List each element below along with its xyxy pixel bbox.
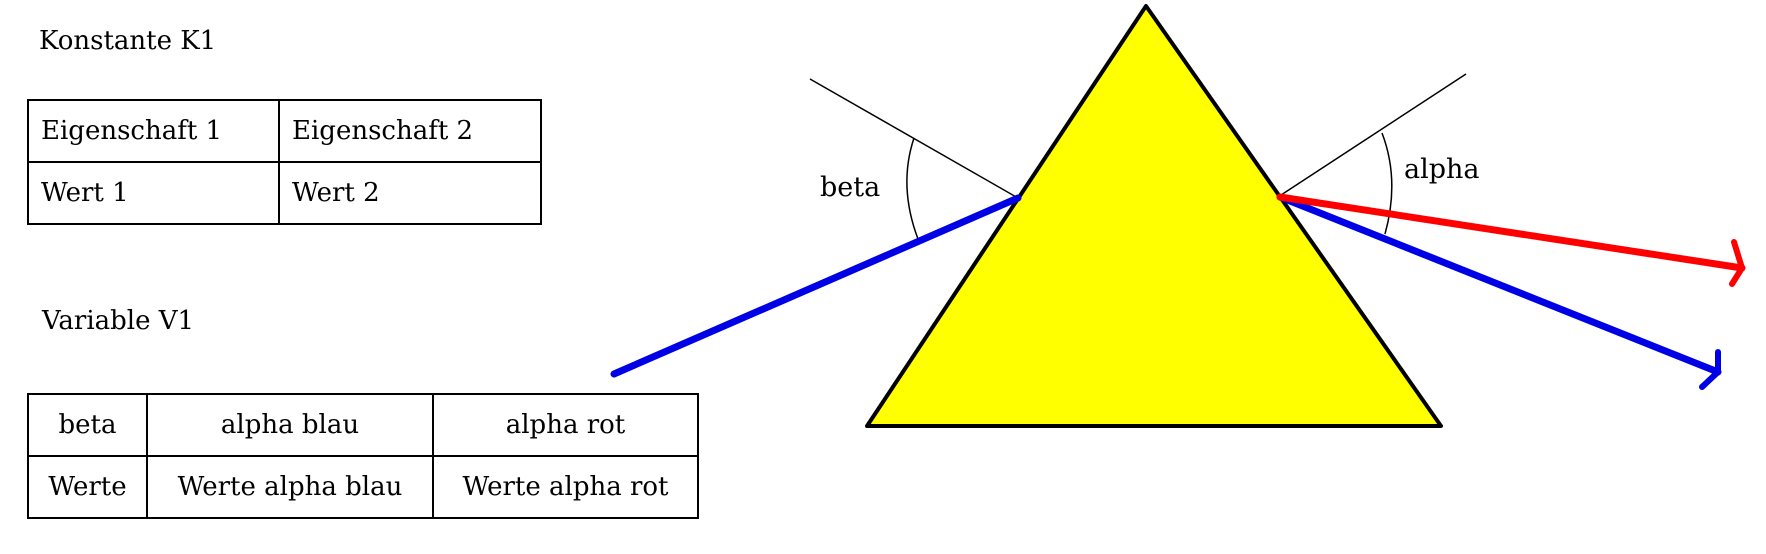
angle-arc-beta <box>906 137 919 240</box>
blue-arrowhead <box>1699 349 1721 390</box>
angle-label-beta: beta <box>820 172 880 203</box>
table-cell: Werte alpha blau <box>146 455 434 519</box>
outgoing-red-ray <box>1276 193 1746 272</box>
table-header-cell: Eigenschaft 2 <box>278 99 542 163</box>
table-row: Eigenschaft 1 Eigenschaft 2 <box>27 99 542 163</box>
table-header-cell: alpha blau <box>146 393 434 457</box>
table-row: beta alpha blau alpha rot <box>27 393 699 457</box>
angle-arc-alpha <box>1381 132 1393 235</box>
normal-line-right <box>1277 73 1467 198</box>
table-header-cell: Eigenschaft 1 <box>27 99 280 163</box>
incoming-ray <box>610 194 1022 378</box>
constant-table: Eigenschaft 1 Eigenschaft 2 Wert 1 Wert … <box>27 99 542 225</box>
constant-title: Konstante K1 <box>39 26 217 56</box>
table-cell: Wert 1 <box>27 161 280 225</box>
table-cell: Werte alpha rot <box>432 455 699 519</box>
angle-label-alpha: alpha <box>1404 154 1480 185</box>
table-row: Werte Werte alpha blau Werte alpha rot <box>27 455 699 519</box>
red-arrowhead <box>1729 239 1745 287</box>
table-header-cell: alpha rot <box>432 393 699 457</box>
table-cell: Werte <box>27 455 148 519</box>
prism <box>865 4 1443 428</box>
table-cell: Wert 2 <box>278 161 542 225</box>
table-row: Wert 1 Wert 2 <box>27 161 542 225</box>
outgoing-blue-ray <box>1276 193 1722 376</box>
variable-table: beta alpha blau alpha rot Werte Werte al… <box>27 393 699 519</box>
variable-title: Variable V1 <box>42 306 195 336</box>
table-header-cell: beta <box>27 393 148 457</box>
